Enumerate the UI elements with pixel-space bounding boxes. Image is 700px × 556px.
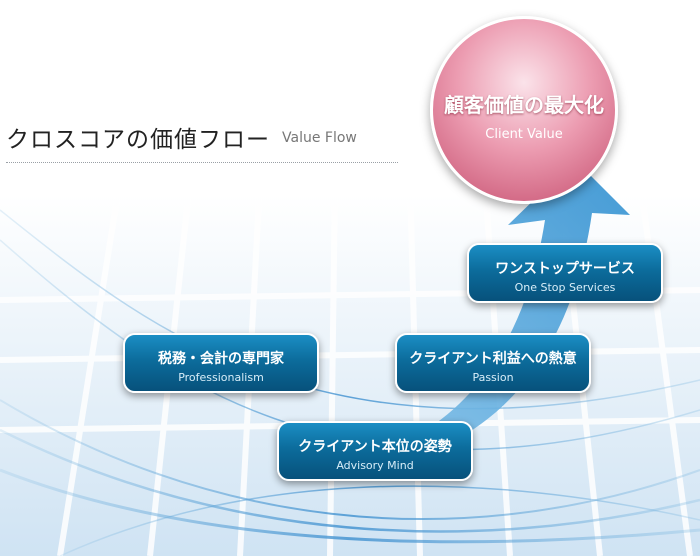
step-label-jp: クライアント利益への熱意 bbox=[409, 351, 577, 367]
step-advisory-mind: クライアント本位の姿勢 Advisory Mind bbox=[277, 421, 473, 481]
step-label-jp: クライアント本位の姿勢 bbox=[298, 439, 452, 455]
goal-label-jp: 顧客価値の最大化 bbox=[444, 93, 604, 117]
step-passion: クライアント利益への熱意 Passion bbox=[395, 333, 591, 393]
title-english: Value Flow bbox=[282, 130, 357, 146]
step-label-en: Advisory Mind bbox=[336, 459, 414, 472]
goal-label-en: Client Value bbox=[485, 127, 563, 142]
section-title: クロスコアの価値フロー Value Flow bbox=[6, 118, 398, 163]
step-professionalism: 税務・会計の専門家 Professionalism bbox=[123, 333, 319, 393]
step-one-stop-services: ワンストップサービス One Stop Services bbox=[467, 243, 663, 303]
step-label-jp: 税務・会計の専門家 bbox=[158, 351, 284, 367]
client-value-circle: 顧客価値の最大化 Client Value bbox=[430, 16, 618, 204]
step-label-en: One Stop Services bbox=[514, 281, 616, 294]
step-label-jp: ワンストップサービス bbox=[495, 261, 635, 277]
step-label-en: Passion bbox=[472, 371, 514, 384]
title-japanese: クロスコアの価値フロー bbox=[6, 127, 270, 153]
step-label-en: Professionalism bbox=[178, 371, 264, 384]
